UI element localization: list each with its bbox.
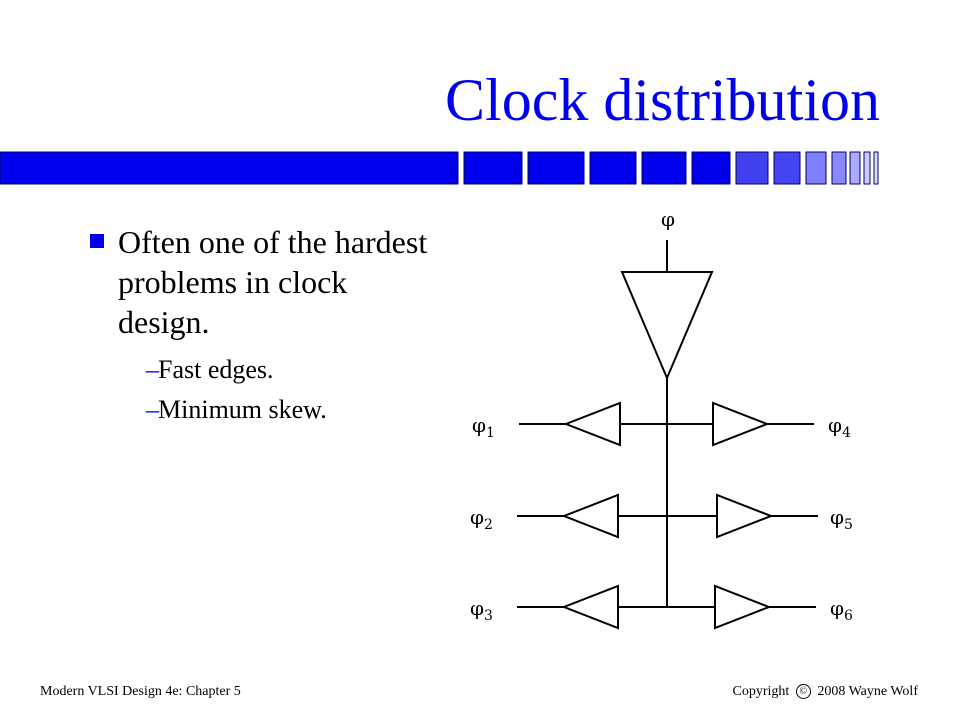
output-label-phi6: φ6 xyxy=(830,596,853,624)
output-label-phi3: φ3 xyxy=(470,596,493,624)
footer-course-label: Modern VLSI Design 4e: Chapter 5 xyxy=(40,684,241,699)
copyright-word: Copyright xyxy=(732,684,790,699)
dash-icon: – xyxy=(146,355,159,384)
bar-segment-long xyxy=(0,151,459,185)
footer-copyright: Copyright © 2008 Wayne Wolf xyxy=(733,684,918,700)
right-buffer-3 xyxy=(714,584,772,630)
copyright-owner: 2008 Wayne Wolf xyxy=(817,684,918,699)
sub-bullet-item: – Minimum skew. xyxy=(118,390,430,430)
sub-bullet-list: – Fast edges. – Minimum skew. xyxy=(118,350,430,430)
sub-bullet-item: – Fast edges. xyxy=(118,350,430,390)
bar-segment xyxy=(773,151,801,185)
output-label-phi5: φ5 xyxy=(830,505,853,533)
right-buffer-2 xyxy=(716,493,774,539)
output-label-phi2: φ2 xyxy=(470,505,493,533)
right-buffer-1 xyxy=(712,401,770,447)
bar-segment xyxy=(863,151,871,185)
bar-segment xyxy=(641,151,687,185)
bullet-square-icon xyxy=(90,234,104,248)
bar-segment xyxy=(691,151,731,185)
bar-segment xyxy=(831,151,847,185)
dash-icon: – xyxy=(146,395,159,424)
bar-segment xyxy=(463,151,523,185)
sub-bullet-text: Minimum skew. xyxy=(158,395,327,424)
bar-segment xyxy=(735,151,769,185)
output-label-phi1: φ1 xyxy=(472,413,495,441)
sub-bullet-text: Fast edges. xyxy=(158,355,274,384)
left-buffer-3 xyxy=(561,584,619,630)
bar-segment xyxy=(873,151,879,185)
root-buffer-triangle xyxy=(620,271,714,381)
bullet-text: Often one of the hardest problems in clo… xyxy=(118,224,428,340)
slide-title: Clock distribution xyxy=(445,67,880,133)
bar-segment xyxy=(849,151,861,185)
bullet-item: Often one of the hardest problems in clo… xyxy=(90,222,430,430)
bullet-list: Often one of the hardest problems in clo… xyxy=(90,222,430,430)
clock-tree-diagram: φ φ1 φ2 φ3 φ4 φ5 φ6 xyxy=(470,207,853,630)
root-clock-label: φ xyxy=(661,207,675,231)
copyright-icon: © xyxy=(795,684,811,700)
bar-segment xyxy=(527,151,585,185)
output-label-phi4: φ4 xyxy=(828,413,851,441)
left-buffer-1 xyxy=(563,401,621,447)
title-decoration-bar xyxy=(0,151,879,185)
bar-segment xyxy=(805,151,827,185)
left-buffer-2 xyxy=(561,493,619,539)
bar-segment xyxy=(589,151,637,185)
